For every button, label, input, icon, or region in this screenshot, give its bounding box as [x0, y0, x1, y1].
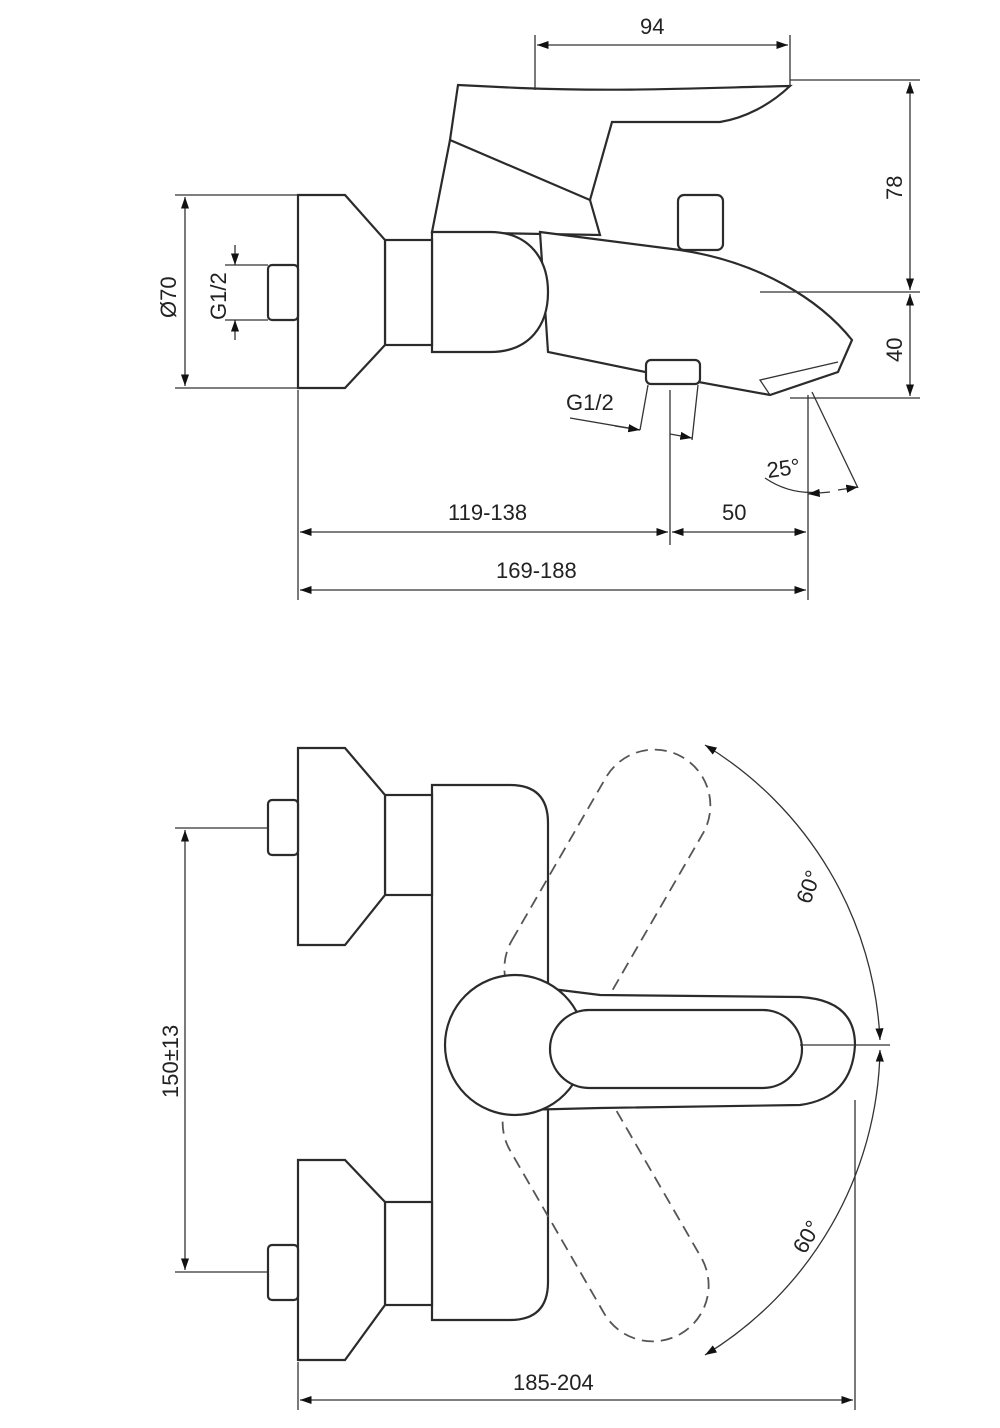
body-neck — [383, 238, 434, 347]
dim-outlet-thread: G1/2 — [566, 390, 614, 415]
upper-inlet-stub — [266, 798, 300, 857]
dim-78: 78 — [882, 176, 907, 200]
spout — [538, 230, 854, 397]
dim-inlet-thread: G1/2 — [206, 272, 231, 320]
dim-angle-up: 60° — [791, 867, 826, 907]
dim-spout-angle: 25° — [765, 454, 801, 483]
lever-base — [430, 138, 602, 237]
shower-outlet — [644, 358, 702, 386]
dim-94: 94 — [640, 14, 664, 39]
spout-tip — [758, 361, 839, 396]
lever-down-dashed — [501, 1065, 710, 1343]
lower-flange — [296, 1158, 387, 1362]
lower-neck — [383, 1200, 434, 1307]
diverter-knob — [676, 193, 725, 252]
lever-up-dashed — [503, 748, 712, 1026]
side-view: 94 78 40 Ø70 G1/2 G1/2 25° 119-138 50 16… — [156, 14, 920, 600]
front-view: 60° 60° 150±13 185-204 — [158, 744, 890, 1410]
dim-40: 40 — [882, 338, 907, 362]
dim-angle-down: 60° — [788, 1216, 826, 1257]
dim-169-188: 169-188 — [496, 558, 577, 583]
lever-handle — [448, 83, 793, 202]
lever-slot — [548, 1008, 804, 1090]
dim-185-204: 185-204 — [513, 1370, 594, 1395]
wall-flange — [296, 193, 387, 390]
lower-inlet-stub — [266, 1243, 300, 1302]
mixer-body — [430, 230, 550, 354]
upper-flange — [296, 746, 387, 947]
upper-neck — [383, 793, 434, 897]
inlet-stub — [266, 263, 300, 322]
front-dimension-lines — [175, 744, 890, 1410]
dim-119-138: 119-138 — [448, 500, 527, 525]
dimension-lines — [175, 35, 920, 600]
dim-50: 50 — [722, 500, 746, 525]
dim-150: 150±13 — [158, 1025, 183, 1098]
dim-d70: Ø70 — [156, 276, 181, 318]
